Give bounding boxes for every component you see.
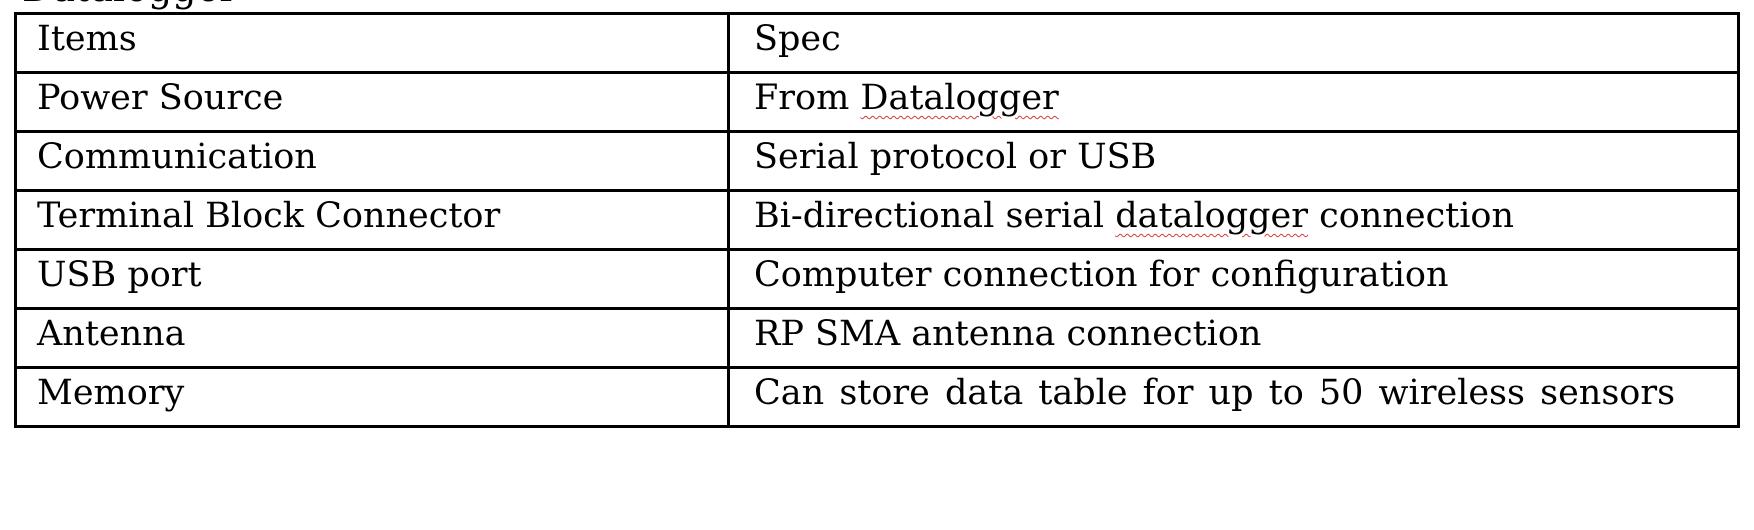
spec-table: Items Spec Power Source From Datalogger … xyxy=(14,12,1740,428)
table-row: Power Source From Datalogger xyxy=(14,71,1740,133)
table-row: Terminal Block Connector Bi-directional … xyxy=(14,189,1740,251)
spec-cell: Computer connection for configuration xyxy=(727,248,1740,310)
table-row: Communication Serial protocol or USB xyxy=(14,130,1740,192)
spec-cell: Serial protocol or USB xyxy=(727,130,1740,192)
item-cell: Power Source xyxy=(14,71,730,133)
item-cell: USB port xyxy=(14,248,730,310)
spellcheck-word: datalogger xyxy=(1115,196,1308,236)
table-row: Antenna RP SMA antenna connection xyxy=(14,307,1740,369)
spellcheck-word: Datalogger xyxy=(860,78,1059,118)
clipped-heading: Datalogger xyxy=(0,0,1754,12)
spec-text: Bi-directional serial xyxy=(754,196,1116,236)
item-cell: Antenna xyxy=(14,307,730,369)
table-row: USB port Computer connection for configu… xyxy=(14,248,1740,310)
table-header-row: Items Spec xyxy=(14,12,1740,74)
header-items: Items xyxy=(14,12,730,74)
spec-text: connection xyxy=(1307,196,1515,236)
spec-cell: Can store data table for up to 50 wirele… xyxy=(727,366,1740,428)
item-cell: Terminal Block Connector xyxy=(14,189,730,251)
item-cell: Communication xyxy=(14,130,730,192)
spec-text: From xyxy=(754,78,861,118)
spec-cell: From Datalogger xyxy=(727,71,1740,133)
item-cell: Memory xyxy=(14,366,730,428)
spec-cell: Bi-directional serial datalogger connect… xyxy=(727,189,1740,251)
spec-cell: RP SMA antenna connection xyxy=(727,307,1740,369)
clipped-heading-text: Datalogger xyxy=(22,0,237,10)
header-spec: Spec xyxy=(727,12,1740,74)
table-row: Memory Can store data table for up to 50… xyxy=(14,366,1740,428)
